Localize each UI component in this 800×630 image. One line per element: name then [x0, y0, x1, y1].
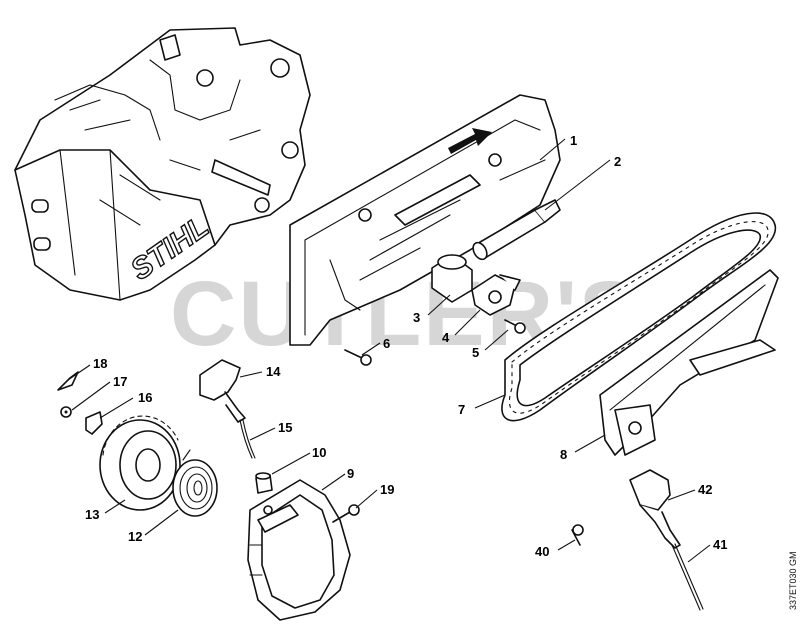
drawing-code: 337ET030 GM [788, 551, 798, 610]
callout-19: 19 [380, 482, 394, 497]
callout-42: 42 [698, 482, 712, 497]
callout-15: 15 [278, 420, 292, 435]
callout-9: 9 [347, 466, 354, 481]
starter-rope [239, 419, 256, 459]
callout-14: 14 [266, 364, 281, 379]
engine-housing: STIHL [14, 27, 311, 301]
callout-41: 41 [713, 537, 727, 552]
tensioner-slide [431, 254, 473, 303]
callout-8: 8 [560, 447, 567, 462]
fan-housing [247, 479, 351, 621]
bushing [255, 472, 273, 494]
screw-5 [504, 319, 526, 334]
screw-40 [571, 524, 584, 546]
combination-wrench [629, 469, 681, 549]
callout-5: 5 [472, 345, 479, 360]
guide-bar [599, 269, 779, 456]
starter-grip [199, 359, 246, 423]
callout-7: 7 [458, 402, 465, 417]
callout-16: 16 [138, 390, 152, 405]
pawl-16 [85, 411, 103, 435]
leader-lines [67, 138, 711, 563]
saw-chain [501, 212, 777, 422]
tensioner-rod [472, 199, 561, 261]
callout-3: 3 [413, 310, 420, 325]
callout-12: 12 [128, 529, 142, 544]
tensioner-nut [471, 274, 521, 316]
callout-4: 4 [442, 330, 450, 345]
callout-2: 2 [614, 154, 621, 169]
callouts: 1 2 3 4 5 6 7 8 9 10 12 13 14 15 16 17 1… [85, 133, 727, 559]
rewind-spring [172, 449, 218, 517]
screwdriver-shaft [671, 543, 704, 611]
screw-6 [344, 349, 372, 366]
callout-6: 6 [383, 336, 390, 351]
callout-1: 1 [570, 133, 577, 148]
washer-17 [60, 406, 72, 418]
rope-rotor [99, 415, 181, 511]
callout-17: 17 [113, 374, 127, 389]
callout-18: 18 [93, 356, 107, 371]
callout-13: 13 [85, 507, 99, 522]
callout-40: 40 [535, 544, 549, 559]
callout-10: 10 [312, 445, 326, 460]
sprocket-cover [289, 94, 561, 346]
